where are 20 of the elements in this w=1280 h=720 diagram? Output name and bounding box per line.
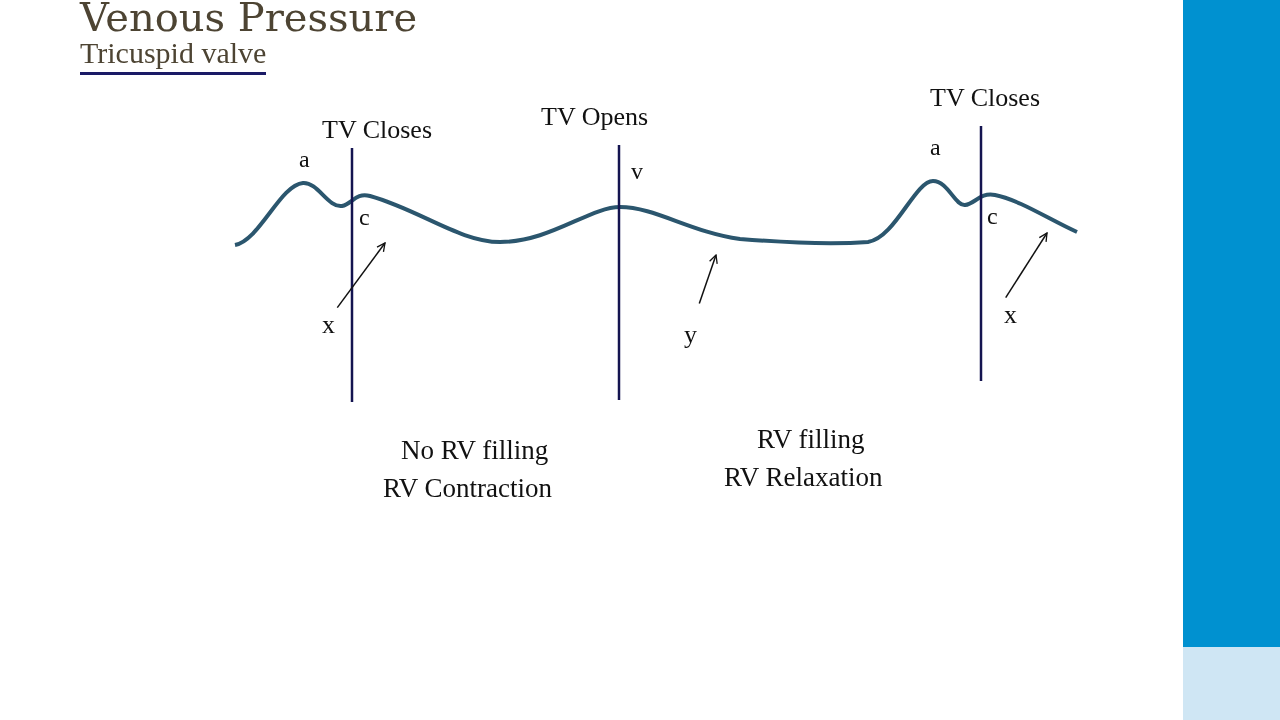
wave-label: RV filling (757, 425, 865, 455)
wave-label: a (299, 146, 310, 173)
wave-label: RV Contraction (383, 474, 553, 504)
wave-label: a (930, 134, 941, 161)
arrow (698, 254, 718, 305)
wave-label: TV Opens (541, 103, 649, 132)
wave-label: RV Relaxation (724, 463, 883, 493)
wave-label: c (987, 203, 998, 230)
slide-subtitle: Tricuspid valve (80, 36, 267, 75)
arrow (336, 242, 386, 309)
wave-label: c (359, 204, 370, 231)
wave-label: v (631, 158, 643, 185)
pressure-waveform (234, 179, 1078, 247)
descent-label: y (684, 322, 697, 348)
wave-label: TV Closes (322, 116, 433, 145)
descent-label: x (1004, 302, 1017, 328)
descent-label: x (322, 312, 335, 338)
arrow (1004, 232, 1048, 299)
wave-label: No RV filling (401, 436, 549, 466)
wave-label: TV Closes (930, 84, 1041, 113)
